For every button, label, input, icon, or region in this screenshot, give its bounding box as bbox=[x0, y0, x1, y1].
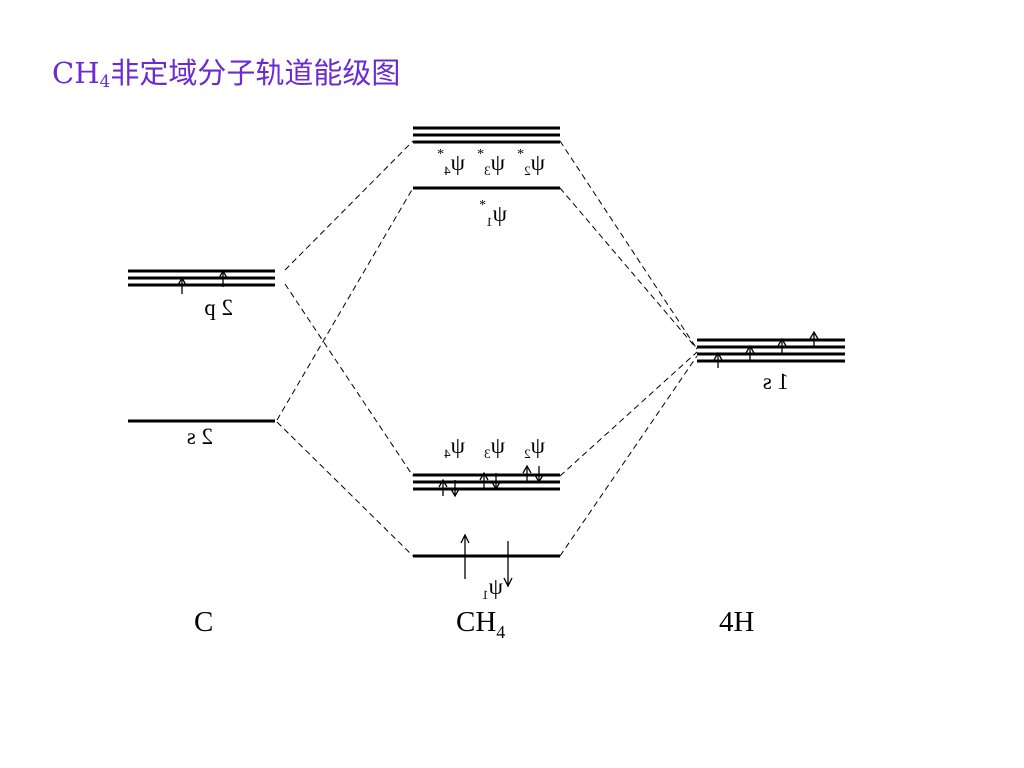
orbital-labels: ψ2* ψ3* ψ4* ψ1* ψ2 ψ3 ψ4 ψ1 2 p 2 s 1 s bbox=[187, 147, 789, 602]
correlation-lines bbox=[276, 140, 698, 557]
arrow-head bbox=[177, 276, 187, 286]
column-label-ch4: CH4 bbox=[456, 606, 505, 642]
column-label-4h: 4H bbox=[719, 606, 755, 638]
label-psi3-star: ψ3* bbox=[477, 147, 505, 178]
label-h-1s: 1 s bbox=[763, 369, 789, 394]
arrow-head bbox=[777, 337, 787, 347]
column-labels: C CH4 4H bbox=[194, 606, 755, 642]
label-psi1: ψ1 bbox=[482, 574, 503, 602]
dash-h1s-to-antibond1 bbox=[559, 187, 698, 350]
electron-arrows bbox=[177, 269, 819, 588]
dash-h1s-to-bond234 bbox=[559, 351, 698, 477]
label-psi3: ψ3 bbox=[484, 433, 505, 461]
dash-h1s-to-antibond234 bbox=[559, 140, 698, 350]
label-psi2-star: ψ2* bbox=[517, 147, 545, 178]
slide-title: CH4非定域分子轨道能级图 bbox=[52, 56, 401, 92]
dash-c2s-to-antibond1 bbox=[276, 187, 414, 421]
dash-c2s-to-bond1 bbox=[276, 421, 414, 557]
dash-h1s-to-bond1 bbox=[559, 355, 698, 557]
dash-c2p-to-antibond234 bbox=[284, 140, 414, 271]
label-psi4-star: ψ4* bbox=[437, 147, 465, 178]
label-psi1-star: ψ1* bbox=[479, 198, 507, 229]
arrow-head bbox=[713, 351, 723, 361]
label-c-2p: 2 p bbox=[204, 295, 233, 320]
energy-levels bbox=[128, 126, 845, 558]
arrow-head bbox=[218, 269, 228, 279]
dash-c2p-to-bond234 bbox=[284, 283, 414, 477]
label-psi2: ψ2 bbox=[524, 433, 545, 461]
label-c-2s: 2 s bbox=[187, 424, 213, 449]
column-label-c: C bbox=[194, 606, 213, 638]
arrow-head bbox=[745, 344, 755, 354]
arrow-head bbox=[809, 330, 819, 340]
label-psi4: ψ4 bbox=[444, 433, 465, 461]
